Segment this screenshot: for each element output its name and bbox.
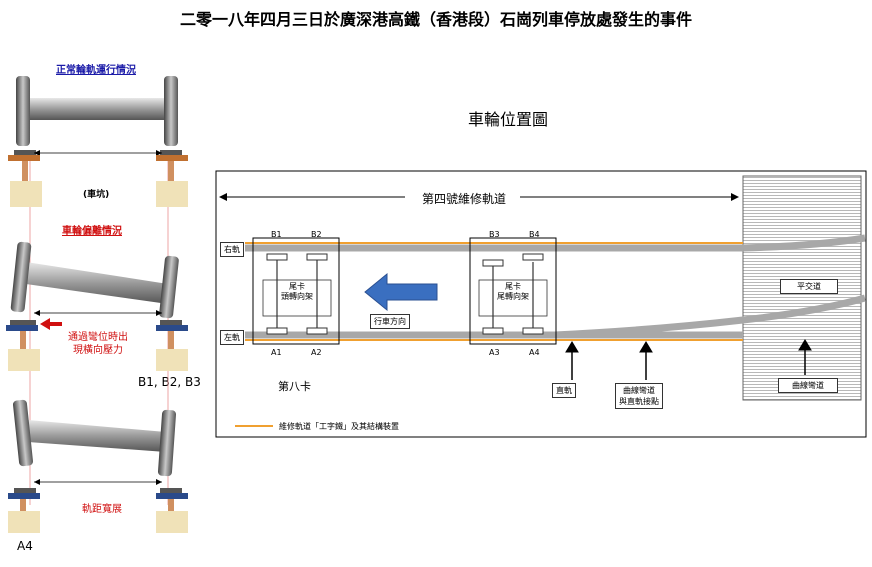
- gauge-widening-wheelset: [8, 399, 188, 533]
- crossing-label: 平交道: [780, 279, 838, 294]
- label-b1: B1: [271, 230, 282, 239]
- pressure-note-line-2: 現橫向壓力: [73, 345, 123, 356]
- front-bogie-name-1: 尾卡: [289, 282, 305, 291]
- track-label: 第四號維修軌道: [420, 190, 509, 207]
- direction-arrow: [364, 272, 438, 312]
- wheelset-illustrations: [6, 76, 188, 533]
- derailed-wheelset: [6, 241, 188, 371]
- straight-track-label: 直軌: [552, 383, 576, 398]
- front-bogie-name-2: 頭轉向架: [281, 292, 313, 301]
- front-bogie-frame: [252, 237, 340, 345]
- b-group-label: B1, B2, B3: [138, 375, 201, 389]
- pressure-note: 通過彎位時出 現橫向壓力: [68, 331, 128, 357]
- junction-label-1: 曲線彎道: [623, 386, 655, 395]
- rear-bogie-frame: [469, 237, 557, 345]
- label-b2: B2: [311, 230, 322, 239]
- page-title: 二零一八年四月三日於廣深港高鐵（香港段）石崗列車停放處發生的事件: [179, 10, 692, 29]
- pit-label: (車坑): [83, 190, 110, 200]
- junction-label-2: 與直軌接點: [619, 397, 659, 406]
- rear-bogie-name-1: 尾卡: [505, 282, 521, 291]
- junction-label: 曲線彎道 與直軌接點: [615, 383, 663, 409]
- direction-label: 行車方向: [370, 314, 410, 329]
- diagram-title: 車輪位置圖: [468, 110, 549, 129]
- label-a2: A2: [311, 348, 322, 357]
- rear-bogie-name: 尾卡 尾轉向架: [479, 282, 547, 302]
- gauge-label: 軌距寬展: [82, 504, 122, 515]
- right-rail-label: 右軌: [220, 242, 244, 257]
- legend-label: 維修軌道「工字鐵」及其結構裝置: [279, 422, 399, 431]
- rear-bogie-name-2: 尾轉向架: [497, 292, 529, 301]
- wheel-position-diagram: [215, 170, 867, 438]
- label-a1: A1: [271, 348, 282, 357]
- normal-heading: 正常輪軌運行情況: [56, 65, 136, 76]
- derail-heading: 車輪偏離情況: [62, 226, 122, 237]
- curve-label: 曲線彎道: [778, 378, 838, 393]
- label-a4: A4: [529, 348, 540, 357]
- normal-wheelset: [8, 76, 188, 207]
- pressure-note-line-1: 通過彎位時出: [68, 332, 128, 343]
- a4-label: A4: [17, 539, 33, 553]
- car-number-label: 第八卡: [278, 380, 311, 393]
- left-rail-label: 左軌: [220, 330, 244, 345]
- label-b4: B4: [529, 230, 540, 239]
- front-bogie-name: 尾卡 頭轉向架: [263, 282, 331, 302]
- label-b3: B3: [489, 230, 500, 239]
- label-a3: A3: [489, 348, 500, 357]
